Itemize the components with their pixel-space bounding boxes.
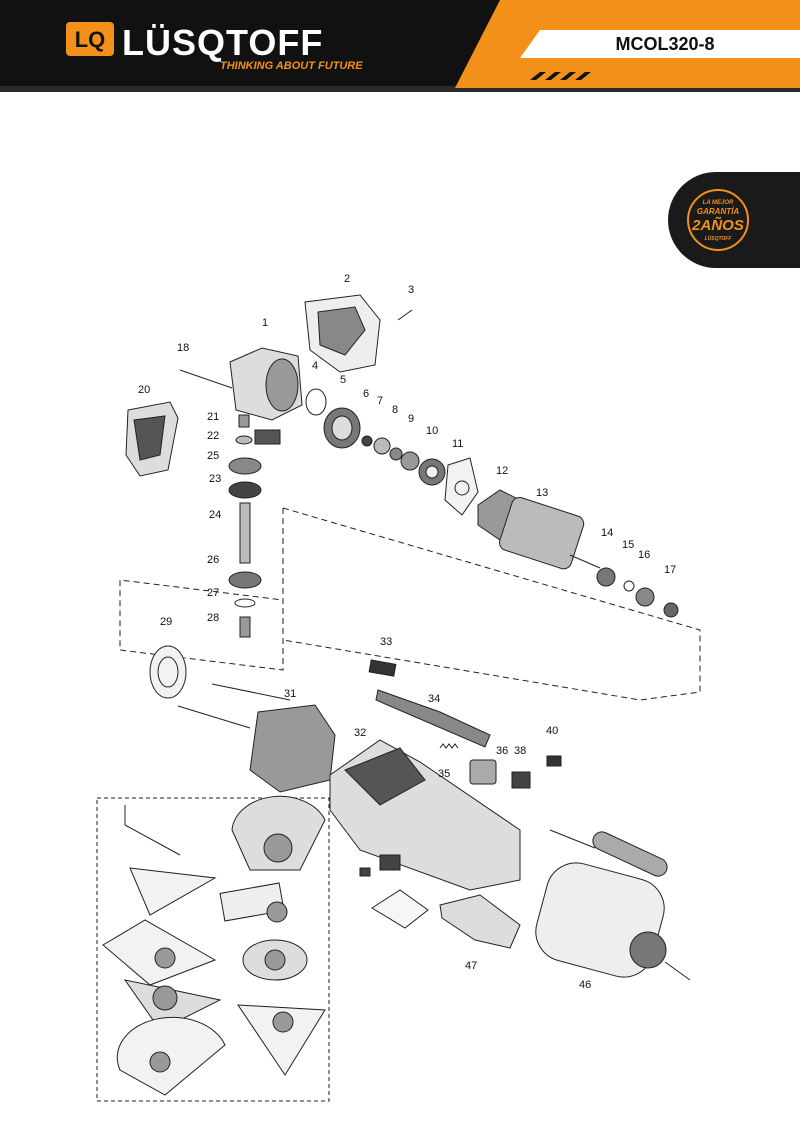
brand-logo-mark [66, 22, 114, 56]
part-number: 3 [408, 284, 414, 296]
part-number: 29 [160, 616, 172, 628]
part-number: 28 [207, 612, 219, 624]
part-number: 47 [465, 960, 477, 972]
part-number: 6 [363, 388, 369, 400]
header-bar: LQ [0, 0, 800, 92]
svg-text:LQ: LQ [75, 27, 106, 52]
svg-text:LA MEJOR: LA MEJOR [703, 200, 734, 206]
part-number: 38 [514, 745, 526, 757]
part-number: 33 [380, 636, 392, 648]
part-labels: 1 2 3 4 5 6 7 8 9 10 11 12 13 14 15 16 1… [138, 273, 676, 991]
part-number: 9 [408, 413, 414, 425]
part-number: 24 [209, 509, 221, 521]
part-number: 20 [138, 384, 150, 396]
part-number: 15 [622, 539, 634, 551]
part-number: 14 [601, 527, 613, 539]
brand-tagline: THINKING ABOUT FUTURE [220, 60, 363, 72]
part-number: 1 [262, 317, 268, 329]
part-number: 12 [496, 465, 508, 477]
part-number: 17 [664, 564, 676, 576]
brand-name: LÜSQTOFF [122, 22, 324, 63]
part-number: 11 [452, 438, 463, 450]
part-number: 5 [340, 374, 346, 386]
part-number: 16 [638, 549, 650, 561]
warranty-badge: LA MEJOR GARANTÍA 2AÑOS LÜSQTOFF [668, 172, 800, 268]
part-number: 27 [207, 587, 219, 599]
part-number: 2 [344, 273, 350, 285]
part-number: 25 [207, 450, 219, 462]
part-number: 18 [177, 342, 189, 354]
svg-text:LÜSQTOFF: LÜSQTOFF [705, 235, 733, 242]
svg-text:GARANTÍA: GARANTÍA [697, 207, 739, 216]
part-number: 23 [209, 473, 221, 485]
part-number: 21 [207, 411, 219, 423]
part-number: 35 [438, 768, 450, 780]
part-number: 32 [354, 727, 366, 739]
part-number: 10 [426, 425, 438, 437]
part-number: 22 [207, 430, 219, 442]
part-number: 13 [536, 487, 548, 499]
part-number: 31 [284, 688, 296, 700]
part-number: 36 [496, 745, 508, 757]
part-number: 7 [377, 395, 383, 407]
part-number: 8 [392, 404, 398, 416]
part-number: 26 [207, 554, 219, 566]
part-number: 34 [428, 693, 440, 705]
part-number: 40 [546, 725, 558, 737]
part-number: 4 [312, 360, 318, 372]
part-number: 46 [579, 979, 591, 991]
svg-text:2AÑOS: 2AÑOS [691, 216, 744, 234]
model-number: MCOL320-8 [615, 34, 715, 54]
